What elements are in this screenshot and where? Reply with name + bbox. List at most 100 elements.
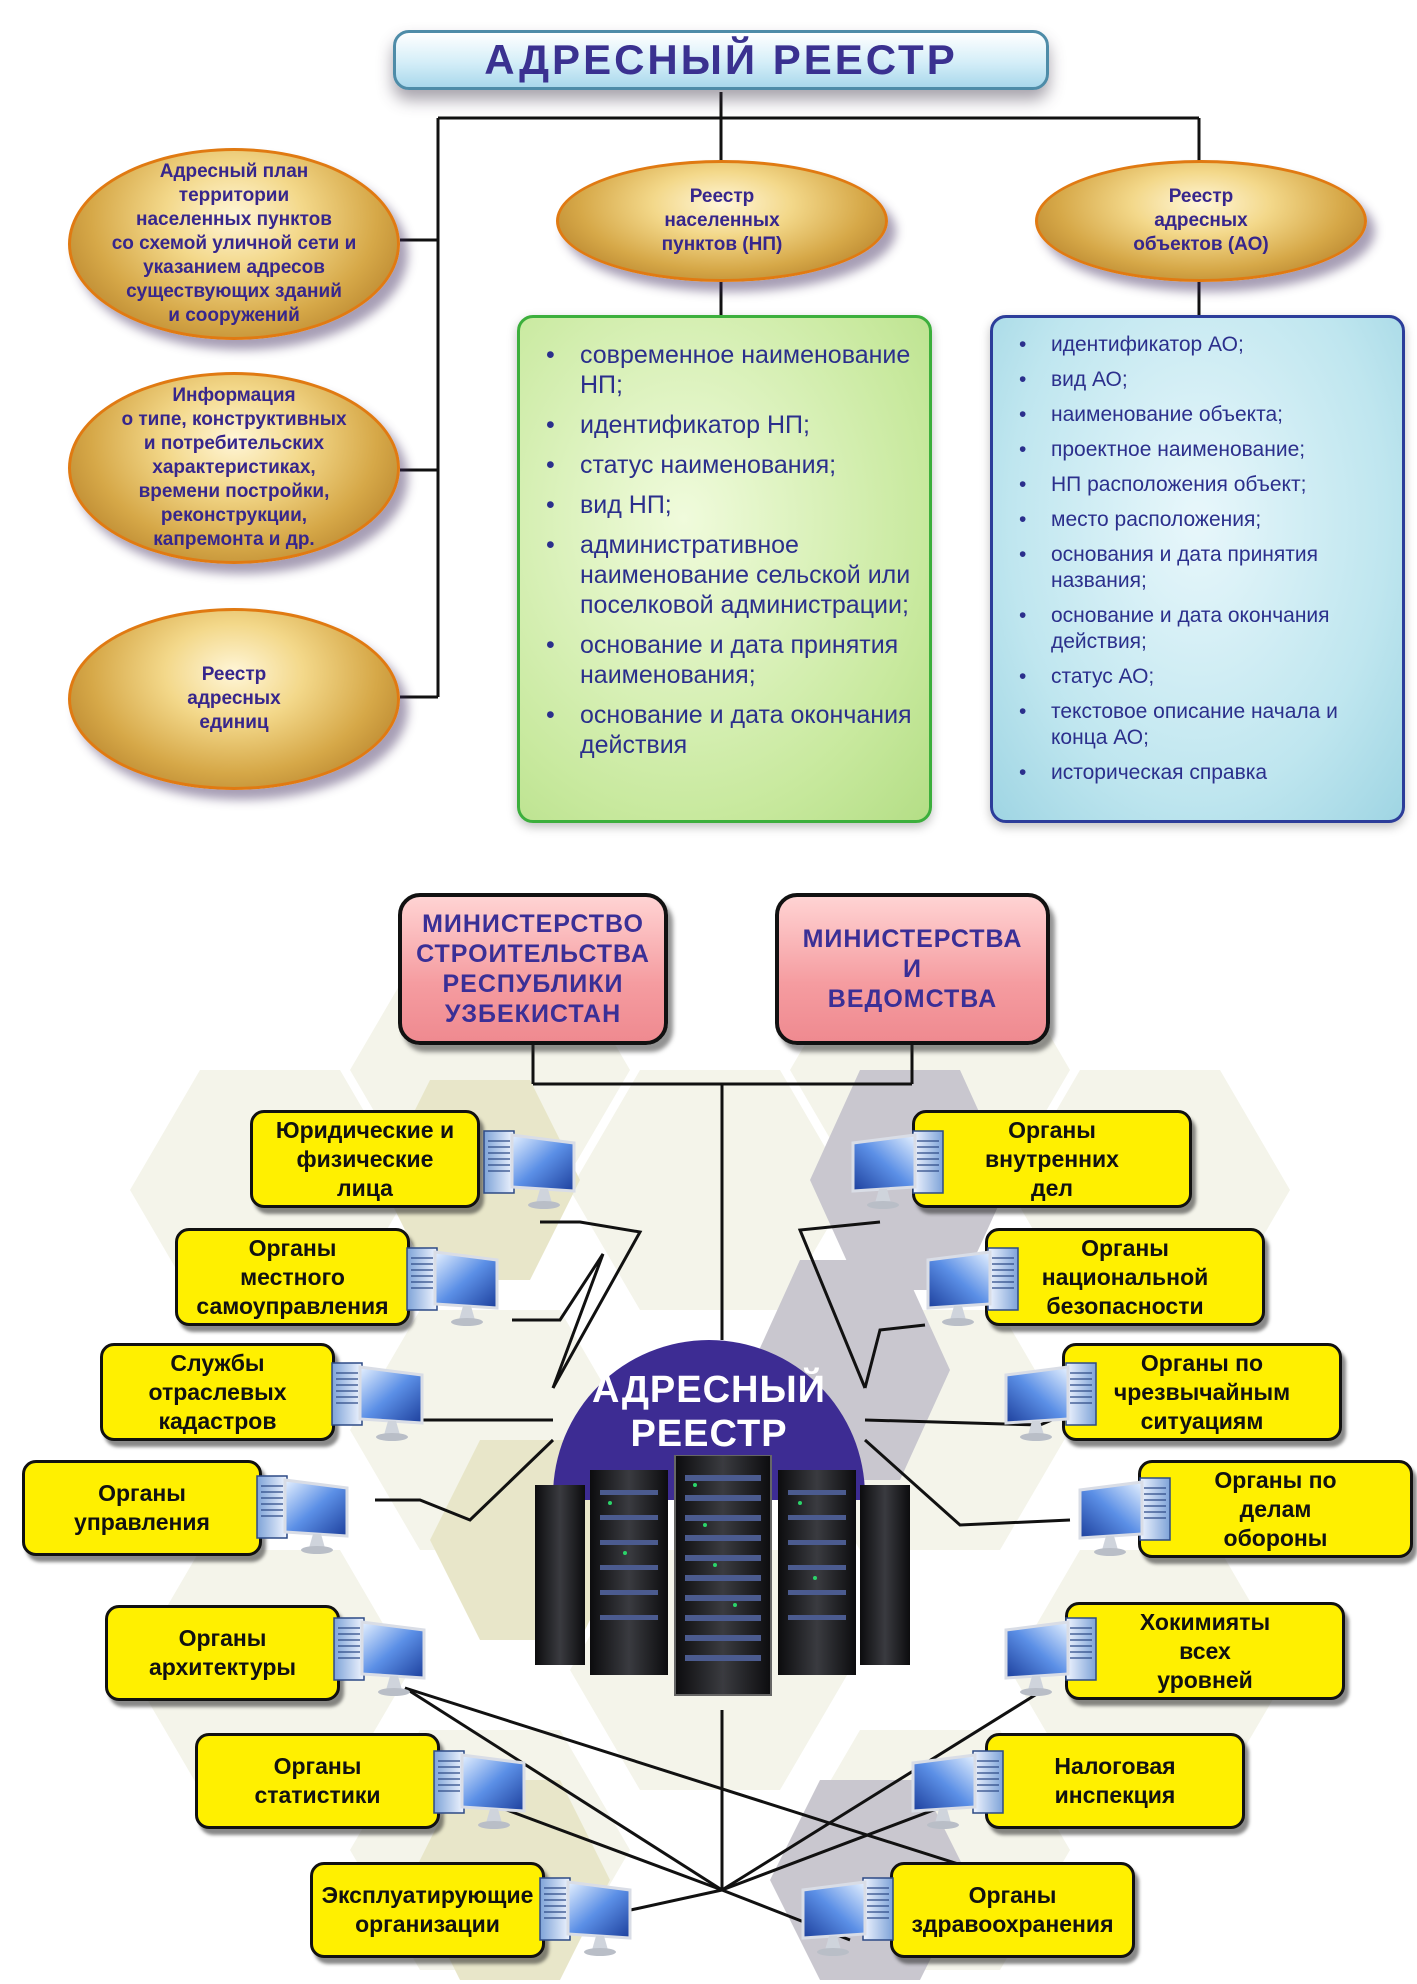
top-connector-lines [400,92,1201,699]
node-text-line: дел [1030,1174,1073,1201]
node-text-line: чрезвычайным [1113,1378,1291,1405]
node-operating-organizations: Эксплуатирующие организации [310,1862,545,1958]
ministry-text-line: МИНИСТЕРСТВО [422,910,644,938]
node-text-line: лица [337,1174,393,1201]
oval-text-line: адресных [1154,210,1248,231]
oval-text-line: о типе, конструктивных [121,409,347,430]
oval-text-line: указанием адресов [143,257,325,278]
list-item: текстовое описание начала и конца АО; [1019,699,1394,751]
page-title: АДРЕСНЫЙ РЕЕСТР [484,36,958,83]
node-text-line: безопасности [1046,1292,1204,1319]
node-text-line: организации [355,1911,500,1937]
computer-icon [1078,1476,1172,1558]
ministries-agencies-box: МИНИСТЕРСТВА И ВЕДОМСТВА [775,893,1050,1045]
node-text-line: внутренних [985,1145,1119,1172]
oval-text-line: объектов (АО) [1133,234,1269,255]
oval-text-line: и сооружений [168,305,300,326]
np-attributes-list: современное наименование НП; идентификат… [517,315,932,823]
node-text-line: Юридические и [275,1116,455,1143]
server-rack-icon [535,1455,910,1696]
center-title-line: РЕЕСТР [630,1413,788,1455]
node-text-line: Органы [1008,1116,1096,1143]
oval-text-line: времени постройки, [138,481,330,502]
list-item: проектное наименование; [1019,437,1394,463]
node-text-line: инспекция [1054,1782,1176,1808]
list-item: основания и дата принятия названия; [1019,542,1394,594]
list-item: вид АО; [1019,367,1394,393]
list-item: вид НП; [546,490,919,520]
oval-text-line: со схемой уличной сети и [111,233,357,254]
computer-icon [926,1246,1020,1328]
list-item: статус наименования; [546,450,919,480]
node-text-line: Службы [170,1349,265,1376]
node-text-line: уровней [1157,1666,1253,1693]
oval-np-registry: Реестр населенных пунктов (НП) [556,160,888,282]
center-title-line: АДРЕСНЫЙ [591,1369,826,1411]
list-item: место расположения; [1019,507,1394,533]
oval-building-info: Информация о типе, конструктивных и потр… [68,372,400,564]
node-healthcare: Органы здравоохранения [890,1862,1135,1958]
list-item: основание и дата окончания действия [546,700,919,760]
computer-icon [851,1129,945,1211]
node-text-line: Органы [968,1882,1057,1908]
node-text-line: Эксплуатирующие [321,1882,534,1908]
node-text-line: Хокимияты [1139,1608,1271,1635]
oval-text-line: характеристиках, [152,457,316,478]
list-item: административное наименование сельской и… [546,530,919,620]
node-text-line: Органы [178,1625,267,1651]
oval-address-units: Реестр адресных единиц [68,608,400,790]
node-text-line: обороны [1223,1524,1328,1551]
oval-text-line: Реестр [689,186,755,207]
ministry-text-line: СТРОИТЕЛЬСТВА [416,940,650,968]
list-item: основание и дата принятия наименования; [546,630,919,690]
node-text-line: Органы по [1214,1466,1337,1493]
oval-ao-registry: Реестр адресных объектов (АО) [1035,160,1367,282]
computer-icon [405,1246,499,1328]
computer-icon [801,1876,895,1958]
oval-address-plan: Адресный план территории населенных пунк… [68,148,400,340]
node-text-line: здравоохранения [911,1911,1114,1937]
ministry-text-line: МИНИСТЕРСТВА [802,925,1023,953]
node-text-line: Органы [248,1234,337,1261]
ministry-text-line: ВЕДОМСТВА [827,985,998,1013]
node-text-line: Органы [273,1753,362,1779]
computer-icon [255,1474,349,1556]
list-item: наименование объекта; [1019,402,1394,428]
ministry-construction-box: МИНИСТЕРСТВО СТРОИТЕЛЬСТВА РЕСПУБЛИКИ УЗ… [398,893,668,1045]
node-text-line: кадастров [158,1407,277,1434]
node-text-line: самоуправления [196,1292,389,1319]
oval-text-line: реконструкции, [160,505,308,526]
list-item: статус АО; [1019,664,1394,690]
node-text-line: национальной [1041,1263,1209,1290]
list-item: основание и дата окончания действия; [1019,603,1394,655]
computer-icon [1004,1361,1098,1443]
node-text-line: управления [74,1509,210,1535]
oval-text-line: населенных пунктов [136,209,332,230]
node-text-line: отраслевых [148,1378,287,1405]
list-item: современное наименование НП; [546,340,919,400]
ministry-text-line: РЕСПУБЛИКИ [442,970,624,998]
computer-icon [911,1749,1005,1831]
node-text-line: физические [296,1145,434,1172]
list-item: НП расположения объект; [1019,472,1394,498]
node-statistics-bodies: Органы статистики [195,1733,440,1829]
oval-text-line: территории [178,185,290,206]
oval-text-line: Адресный план [159,161,309,182]
computer-icon [432,1749,526,1831]
oval-text-line: Реестр [201,664,267,685]
node-text-line: статистики [254,1782,381,1808]
oval-text-line: адресных [187,688,281,709]
page-title-box: АДРЕСНЫЙ РЕЕСТР [393,30,1049,90]
oval-text-line: пунктов (НП) [661,234,783,255]
node-text-line: делам [1239,1495,1312,1522]
list-item: идентификатор АО; [1019,332,1394,358]
oval-text-line: единиц [199,712,269,733]
